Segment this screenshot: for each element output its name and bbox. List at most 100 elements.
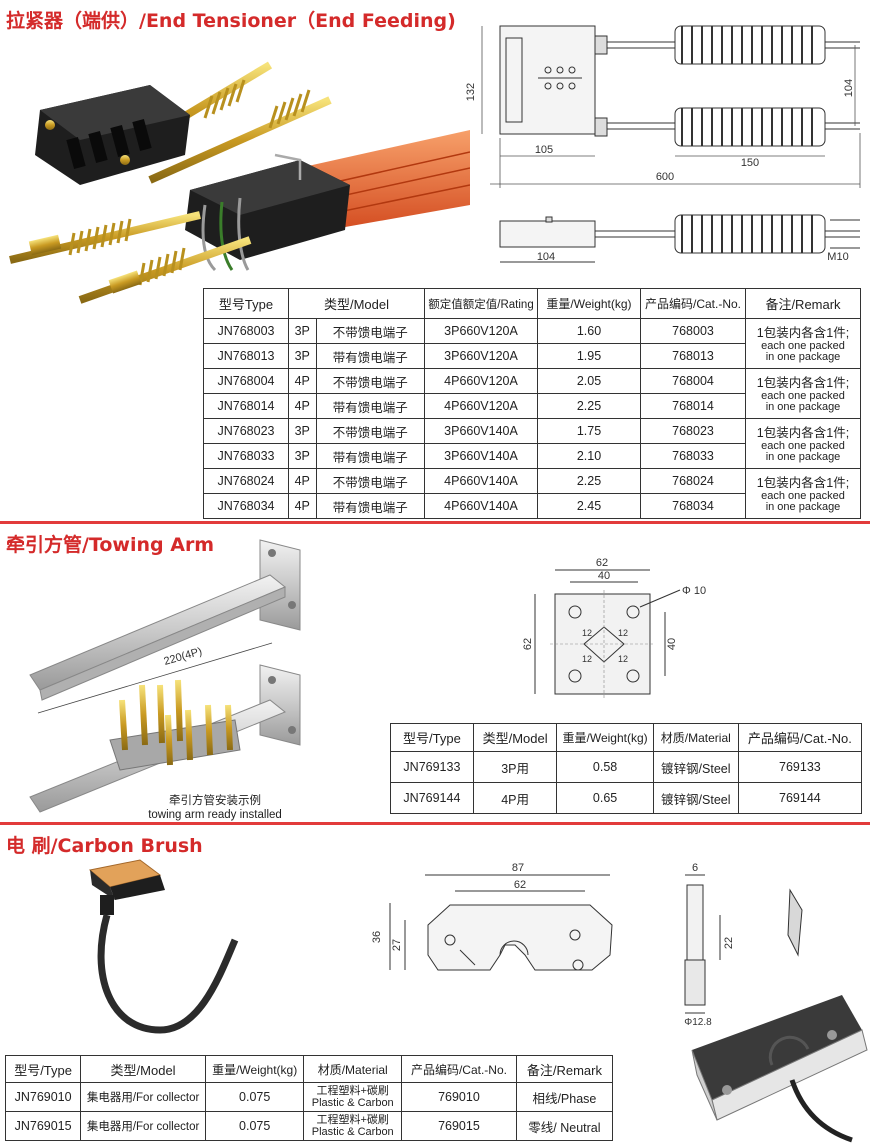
cell-cat: 769144 (737, 782, 863, 814)
cell-model: 带有馈电端子 (315, 493, 425, 519)
remark-cn: 1包装内各含1件; (756, 425, 850, 440)
carbon-brush-drawing: 87 62 36 27 (371, 862, 613, 971)
dim-12-d: 12 (618, 654, 628, 664)
cell-rating: 3P660V120A (424, 343, 538, 369)
cell-rating: 3P660V140A (424, 443, 538, 469)
towing-spec-table: 型号/Type 类型/Model 重量/Weight(kg) 材质/Materi… (390, 723, 863, 814)
dim-104: 104 (843, 79, 855, 97)
remark-en-1: each one packed (761, 389, 845, 402)
towing-caption-cn: 牵引方管安装示例 (169, 795, 261, 807)
dim-600: 600 (656, 171, 674, 183)
cell-poles: 4P (288, 393, 317, 419)
remark-en-2: in one package (765, 450, 841, 463)
dim-105: 105 (535, 144, 553, 156)
cell-cat: 768013 (640, 343, 746, 369)
cell-model: 带有馈电端子 (315, 393, 425, 419)
dim-220: 220(4P) (163, 646, 204, 668)
col-type: 型号/Type (390, 723, 474, 752)
col-rating: 额定值额定值/Rating (424, 288, 538, 319)
tensioner-drawing: 132 104 105 150 600 104 M10 (465, 25, 861, 263)
cell-type: JN768003 (203, 318, 289, 344)
cell-model: 不带馈电端子 (315, 318, 425, 344)
cell-model: 不带馈电端子 (315, 368, 425, 394)
cell-weight: 0.65 (556, 782, 654, 814)
cell-poles: 3P (288, 343, 317, 369)
remark-cn: 1包装内各含1件; (756, 325, 850, 340)
cell-cat: 768033 (640, 443, 746, 469)
dim-62-top: 62 (596, 557, 608, 569)
cell-weight: 2.10 (537, 443, 641, 469)
dim-6: 6 (692, 862, 698, 874)
section-divider (0, 822, 870, 825)
col-type: 型号Type (203, 288, 289, 319)
cell-weight: 2.25 (537, 393, 641, 419)
cell-cat: 769133 (737, 751, 863, 783)
remark-en-2: in one package (765, 350, 841, 363)
section-title-towing: 牵引方管/Towing Arm (6, 534, 215, 556)
cell-type: JN768004 (203, 368, 289, 394)
cell-weight: 2.25 (537, 468, 641, 494)
dim-62: 62 (514, 879, 526, 891)
col-weight: 重量/Weight(kg) (204, 1055, 305, 1083)
cell-cat: 768004 (640, 368, 746, 394)
cell-type: JN768034 (203, 493, 289, 519)
dim-27: 27 (391, 939, 403, 951)
remark-en-1: each one packed (761, 439, 845, 452)
carbon-brush-photo (88, 859, 239, 1034)
tensioner-photo (9, 61, 470, 304)
remark-en-1: each one packed (761, 339, 845, 352)
col-remark: 备注/Remark (745, 288, 861, 319)
dim-phi10: Φ 10 (682, 585, 706, 597)
col-weight: 重量/Weight(kg) (537, 288, 641, 319)
cell-poles: 3P (288, 318, 317, 344)
remark-en-1: each one packed (761, 489, 845, 502)
cell-weight: 0.075 (204, 1111, 305, 1141)
section-title-brush: 电 刷/Carbon Brush (6, 835, 203, 857)
cell-type: JN769010 (4, 1082, 82, 1112)
dim-40-side: 40 (666, 638, 678, 650)
cell-type: JN768023 (203, 418, 289, 444)
material-en: Plastic & Carbon (311, 1097, 394, 1109)
remark-en-2: in one package (765, 500, 841, 513)
cell-rating: 3P660V120A (424, 318, 538, 344)
cell-weight: 1.75 (537, 418, 641, 444)
cell-weight: 1.95 (537, 343, 641, 369)
cell-model: 集电器用/For collector (80, 1111, 206, 1141)
carbon-brush-side-drawing: 6 22 Φ12.8 (684, 862, 803, 1025)
cell-cat: 768024 (640, 468, 746, 494)
cell-type: JN768024 (203, 468, 289, 494)
cell-poles: 4P (288, 468, 317, 494)
remark-en-2: in one package (765, 400, 841, 413)
cell-model: 3P用 (472, 751, 558, 783)
cell-poles: 3P (288, 443, 317, 469)
cell-poles: 4P (288, 493, 317, 519)
cell-type: JN769015 (4, 1111, 82, 1141)
cell-type: JN768033 (203, 443, 289, 469)
brush-spec-table: 型号/Type 类型/Model 重量/Weight(kg) 材质/Materi… (4, 1055, 614, 1141)
cell-rating: 4P660V120A (424, 368, 538, 394)
cell-remark: 零线/ Neutral (515, 1111, 614, 1141)
cell-cat: 768023 (640, 418, 746, 444)
cell-model: 不带馈电端子 (315, 468, 425, 494)
cell-weight: 2.05 (537, 368, 641, 394)
table-header-row: 型号Type 类型/Model 额定值额定值/Rating 重量/Weight(… (203, 288, 861, 319)
dim-36: 36 (371, 931, 383, 943)
material-cn: 工程塑料+碳刷 (316, 1085, 389, 1097)
dim-62-side: 62 (522, 638, 534, 650)
col-cat: 产品编码/Cat.-No. (737, 723, 863, 752)
towing-caption-en: towing arm ready installed (148, 809, 282, 821)
dim-22: 22 (723, 937, 735, 949)
dim-12-a: 12 (582, 628, 592, 638)
col-model: 类型/Model (80, 1055, 206, 1083)
remark-cn: 1包装内各含1件; (756, 475, 850, 490)
dim-phi12-8: Φ12.8 (684, 1017, 712, 1025)
towing-arm-photo: 220(4P) (29, 539, 301, 813)
